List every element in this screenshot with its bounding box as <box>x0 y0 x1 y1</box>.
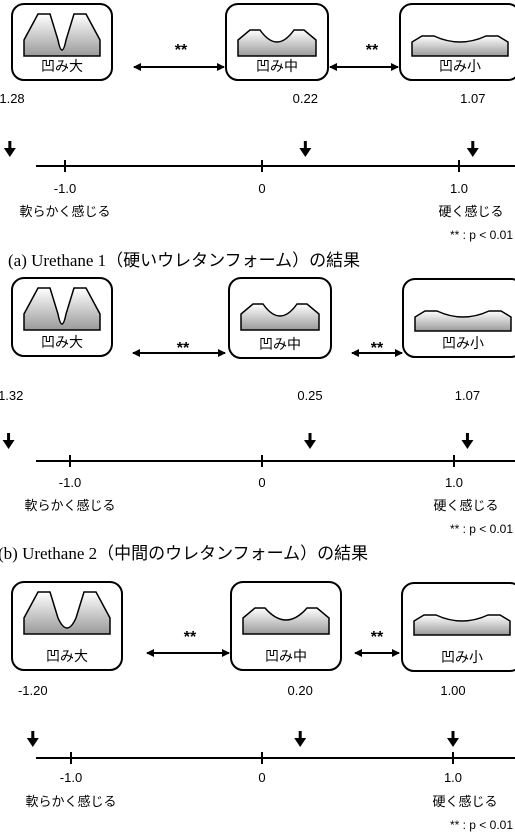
profile-box: 凹み大 <box>11 581 123 671</box>
significance-note: ** : p < 0.01 <box>450 228 513 242</box>
significance-mark: ** <box>175 42 188 59</box>
indent-profile-shape <box>23 591 111 635</box>
value-marker-arrow <box>461 433 474 449</box>
value-label: 1.07 <box>455 388 480 403</box>
significance-mark: ** <box>371 340 384 357</box>
value-label: 0.20 <box>288 683 313 698</box>
profile-box: 凹み中 <box>230 581 342 671</box>
indent-profile-shape <box>414 310 512 332</box>
profile-box-label: 凹み小 <box>439 58 481 74</box>
indent-profile-shape <box>413 614 511 636</box>
profile-box: 凹み小 <box>402 278 515 358</box>
axis-right-label: 硬く感じる <box>432 794 497 809</box>
value-label: -1.20 <box>18 683 48 698</box>
profile-box: 凹み大 <box>11 277 113 357</box>
tick-label: 0 <box>258 770 265 785</box>
panel-caption: (b) Urethane 2（中間のウレタンフォーム）の結果 <box>0 544 368 563</box>
indent-profile-shape <box>23 13 101 57</box>
profile-box-label: 凹み大 <box>46 648 88 664</box>
indent-profile-shape <box>240 303 320 331</box>
value-label: 0.22 <box>293 91 318 106</box>
value-label: 1.00 <box>440 683 465 698</box>
significance-mark: ** <box>371 629 384 646</box>
value-label: 1.07 <box>460 91 485 106</box>
profile-box-label: 凹み小 <box>442 335 484 351</box>
significance-note: ** : p < 0.01 <box>450 818 513 832</box>
value-marker-arrow <box>304 433 316 449</box>
axis-right-label: 硬く感じる <box>438 204 503 219</box>
profile-box-label: 凹み中 <box>259 336 301 352</box>
tick-label: 1.0 <box>445 475 463 490</box>
axis-left-label: 軟らかく感じる <box>25 794 116 809</box>
profile-box: 凹み中 <box>228 277 332 359</box>
indent-profile-shape <box>411 35 509 57</box>
significance-mark: ** <box>177 340 190 357</box>
tick-label: -1.0 <box>60 770 82 785</box>
panel-caption: (a) Urethane 1（硬いウレタンフォーム）の結果 <box>8 251 360 270</box>
tick-label: -1.0 <box>54 181 76 196</box>
value-label: 0.25 <box>297 388 322 403</box>
axis-left-label: 軟らかく感じる <box>24 498 115 513</box>
value-label: -1.32 <box>0 388 23 403</box>
indent-profile-shape <box>23 287 101 331</box>
tick-label: 1.0 <box>444 770 462 785</box>
value-label: -1.28 <box>0 91 25 106</box>
profile-box-label: 凹み中 <box>265 648 307 664</box>
tick-label: 1.0 <box>450 181 468 196</box>
axis-right-label: 硬く感じる <box>433 498 498 513</box>
value-marker-arrow <box>294 731 307 747</box>
profile-box-label: 凹み大 <box>41 58 83 74</box>
profile-box: 凹み大 <box>11 3 113 81</box>
profile-box: 凹み小 <box>399 3 515 81</box>
value-marker-arrow <box>466 141 479 157</box>
significance-mark: ** <box>184 629 197 646</box>
panel-b: 凹み大 凹み中 凹み小 ** ** -1.0 0 1.0 軟らかく感じる 硬く感じる -1.32 0.… <box>0 277 515 563</box>
value-marker-arrow <box>299 141 312 157</box>
profile-box: 凹み小 <box>401 582 515 672</box>
panel-c: 凹み大 凹み中 凹み小 ** ** -1.0 0 1.0 軟らかく感じる 硬く感じる -1.20 0.… <box>11 581 515 832</box>
significance-note: ** : p < 0.01 <box>450 522 513 536</box>
value-marker-arrow <box>3 141 16 157</box>
value-marker-arrow <box>26 731 39 747</box>
value-marker-arrow <box>2 433 15 449</box>
panel-a: 凹み大 凹み中 凹み小 ** ** -1.0 0 1.0 軟らかく感じる 硬く感じる -1.28 0.… <box>0 3 515 270</box>
indent-profile-shape <box>242 607 330 635</box>
indent-profile-shape <box>237 29 317 57</box>
profile-box: 凹み中 <box>225 3 329 81</box>
profile-box-label: 凹み中 <box>256 58 298 74</box>
axis-left-label: 軟らかく感じる <box>19 204 110 219</box>
tick-label: 0 <box>258 475 265 490</box>
tick-label: 0 <box>258 181 265 196</box>
significance-mark: ** <box>366 42 379 59</box>
profile-box-label: 凹み大 <box>41 334 83 350</box>
tick-label: -1.0 <box>59 475 81 490</box>
profile-box-label: 凹み小 <box>441 649 483 665</box>
value-marker-arrow <box>447 731 459 747</box>
